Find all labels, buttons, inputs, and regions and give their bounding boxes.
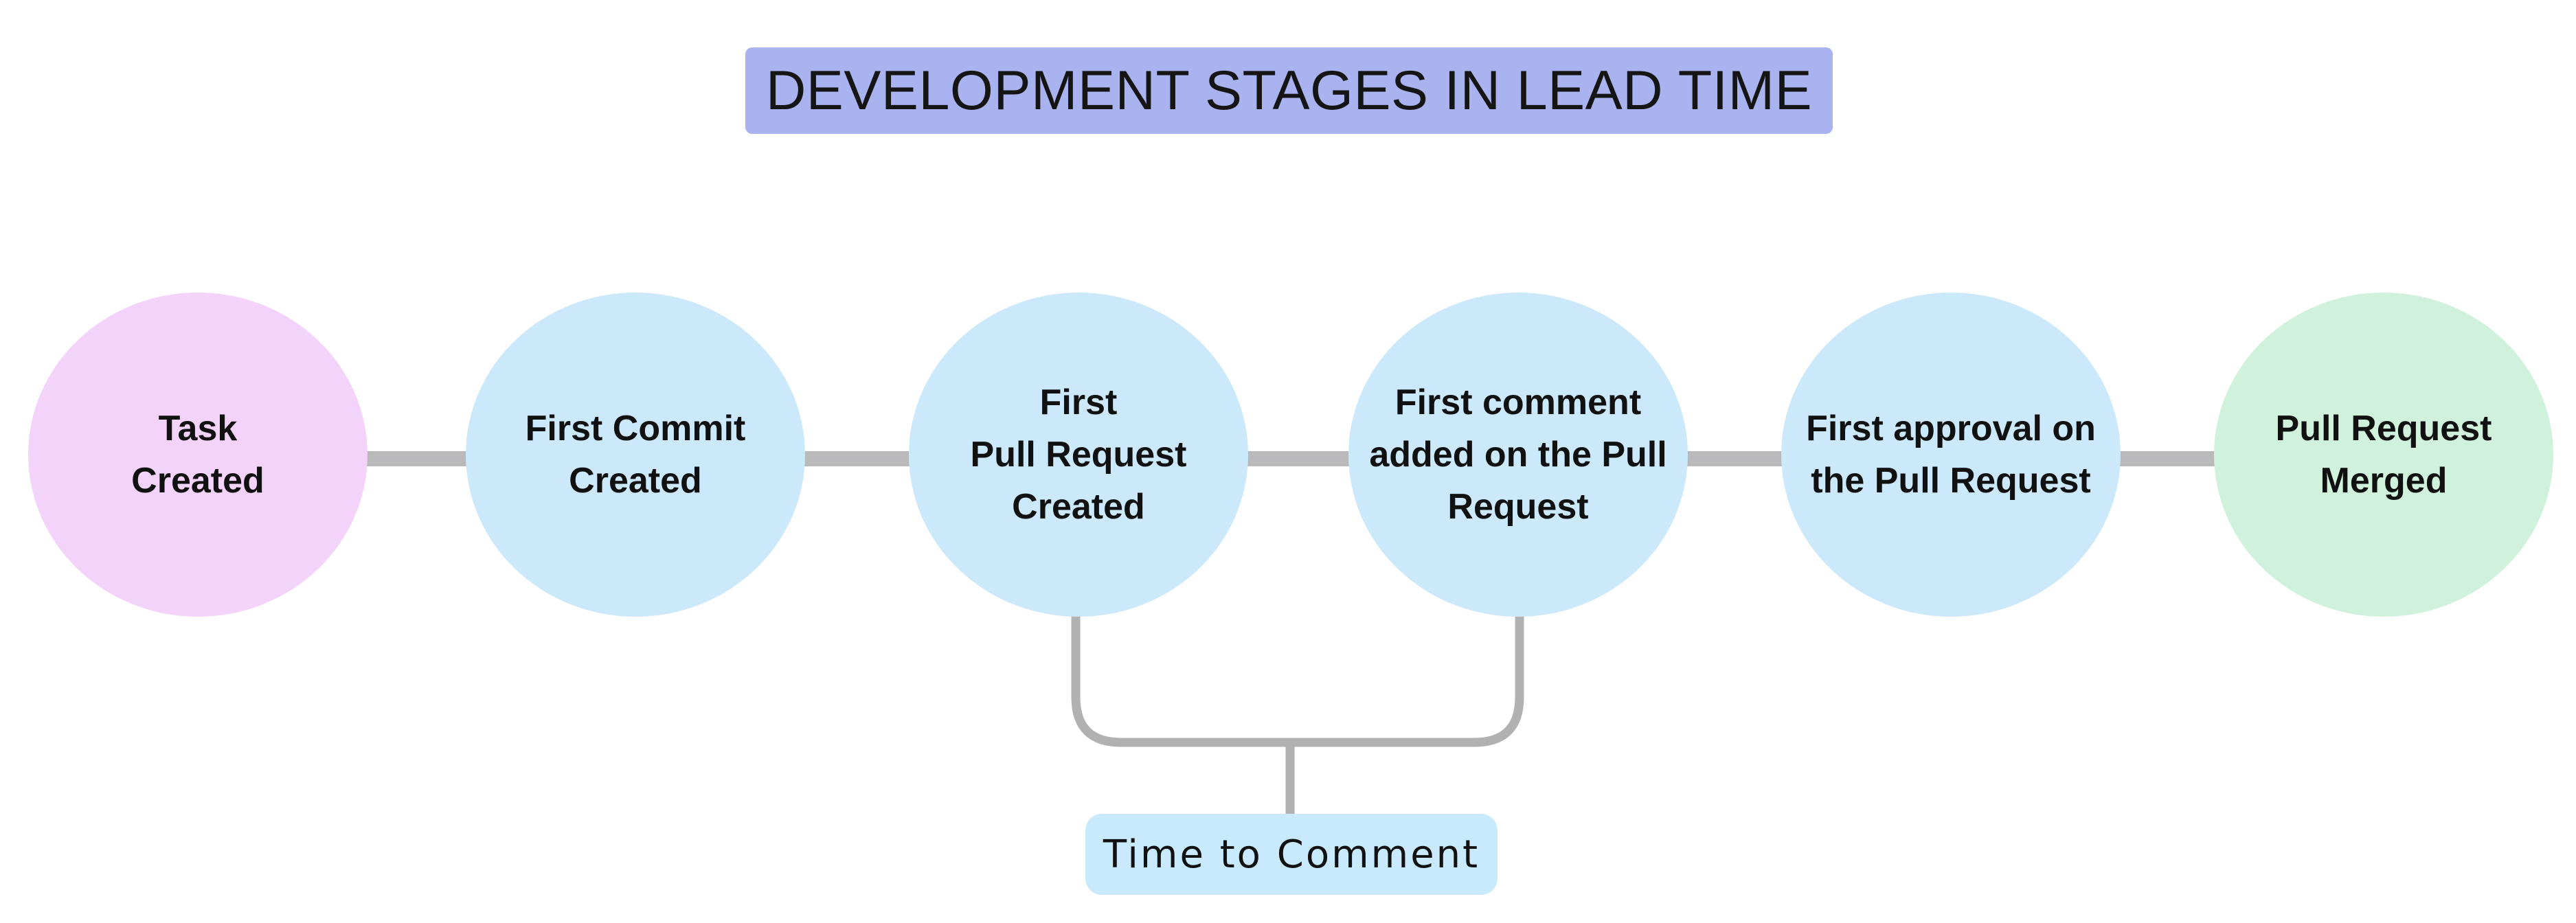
stage-label: First Commit Created (526, 402, 746, 507)
stage-label-line: Merged (2320, 461, 2448, 501)
stage-label-line: added on the Pull (1369, 435, 1667, 475)
diagram-title: DEVELOPMENT STAGES IN LEAD TIME (745, 47, 1833, 134)
stage-label-line: First comment (1394, 383, 1642, 422)
stage-label-line: Request (1447, 487, 1589, 527)
stage-label-line: Created (569, 461, 702, 501)
stage-node-first-approval: First approval on the Pull Request (1781, 293, 2121, 617)
stage-node-first-pull-request-created: First Pull Request Created (909, 293, 1248, 617)
stage-label-line: First (1039, 383, 1118, 422)
time-to-comment-badge: Time to Comment (1085, 814, 1498, 895)
stage-label-line: First approval on (1806, 409, 2096, 448)
stage-label-line: Task (158, 409, 238, 448)
stage-label-line: Pull Request (970, 435, 1187, 475)
stage-label: First approval on the Pull Request (1806, 402, 2096, 507)
stage-label: First comment added on the Pull Request (1369, 376, 1667, 533)
stage-label-line: Pull Request (2275, 409, 2492, 448)
stage-node-first-commit-created: First Commit Created (466, 293, 805, 617)
stage-label: First Pull Request Created (971, 376, 1187, 533)
stage-node-first-comment-added: First comment added on the Pull Request (1348, 293, 1688, 617)
stage-node-task-created: Task Created (28, 293, 368, 617)
stage-label: Task Created (131, 402, 264, 507)
stage-label-line: Created (131, 461, 264, 501)
stage-label-line: First Commit (525, 409, 746, 448)
stage-label-line: the Pull Request (1811, 461, 2091, 501)
time-to-comment-bracket (1071, 615, 1524, 747)
stage-label: Pull Request Merged (2276, 402, 2492, 507)
stage-label-line: Created (1012, 487, 1145, 527)
stage-node-pull-request-merged: Pull Request Merged (2214, 293, 2553, 617)
